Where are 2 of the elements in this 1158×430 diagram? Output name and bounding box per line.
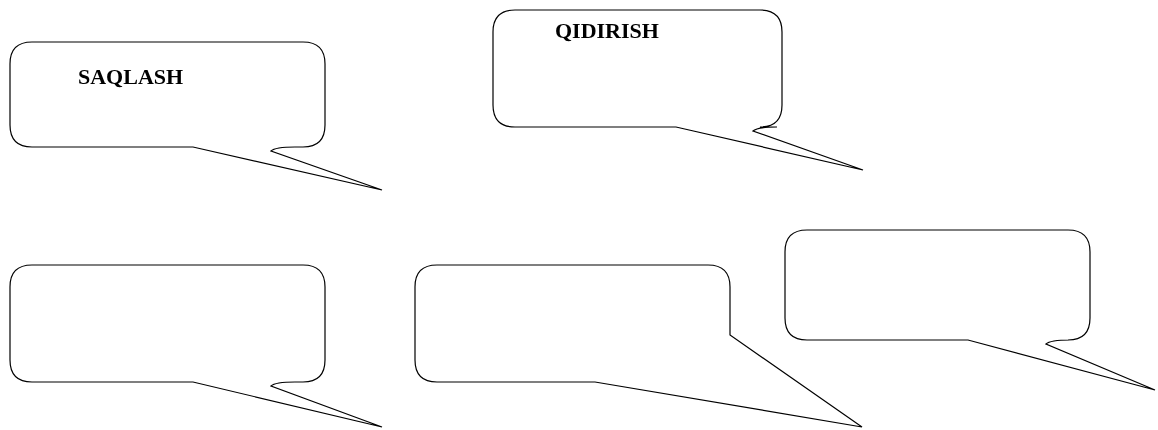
bubble-label: QIDIRISH bbox=[555, 18, 659, 44]
bubble-label: SAQLASH bbox=[78, 64, 184, 90]
